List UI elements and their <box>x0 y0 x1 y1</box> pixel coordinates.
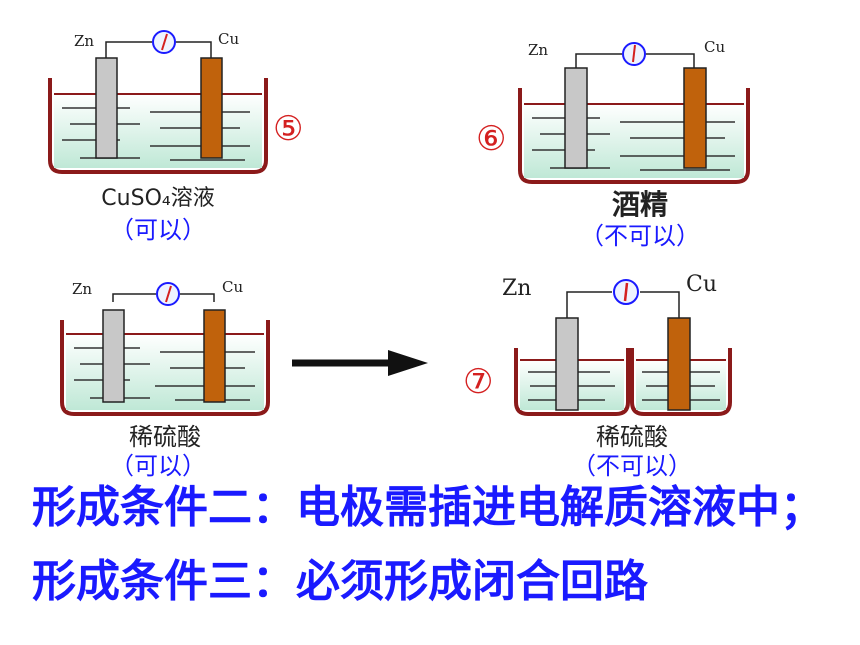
cell-dilute-acid: Zn Cu 稀硫酸 （可以） <box>60 278 270 480</box>
cu-label: Cu <box>218 30 239 48</box>
beaker <box>60 320 270 416</box>
zn-label: Zn <box>74 32 94 50</box>
transition-arrow <box>292 350 428 376</box>
cu-label: Cu <box>704 38 725 56</box>
zinc-electrode <box>102 309 125 403</box>
cu-label: Cu <box>222 278 243 296</box>
result-label: （不可以） <box>572 452 692 480</box>
right-beaker <box>630 348 732 416</box>
electrolyte <box>54 94 262 168</box>
result-label: （可以） <box>110 452 206 480</box>
zinc-electrode <box>555 317 579 411</box>
copper-electrode <box>203 309 226 403</box>
cell-6: Zn Cu ⑥ 酒精 （不可以） <box>476 38 750 250</box>
zn-label: Zn <box>502 276 531 301</box>
solution-label: 稀硫酸 <box>596 423 668 451</box>
cu-label: Cu <box>686 272 717 297</box>
result-label: （可以） <box>110 216 206 244</box>
cell-number: ⑦ <box>463 362 493 402</box>
zinc-electrode <box>564 67 588 169</box>
cell-number: ⑤ <box>273 109 303 149</box>
condition-three: 形成条件三：必须形成闭合回路 <box>32 556 648 607</box>
copper-electrode <box>667 317 691 411</box>
copper-electrode <box>683 67 707 169</box>
zn-label: Zn <box>72 280 92 298</box>
solution-label: CuSO₄溶液 <box>101 186 214 211</box>
liquid <box>524 104 744 178</box>
beaker <box>48 78 268 174</box>
cell-5: Zn Cu ⑤ CuSO₄溶液 （可以） <box>48 30 303 244</box>
cell-number: ⑥ <box>476 119 506 159</box>
solution-label: 酒精 <box>612 188 668 221</box>
zn-label: Zn <box>528 41 548 59</box>
condition-two: 形成条件二：电极需插进电解质溶液中； <box>32 482 824 533</box>
zinc-electrode <box>95 57 118 159</box>
cell-7: Zn Cu ⑦ 稀硫酸 （不可以） <box>463 272 732 480</box>
result-label: （不可以） <box>580 222 700 250</box>
beaker <box>518 88 750 184</box>
solution-label: 稀硫酸 <box>129 423 201 451</box>
left-beaker <box>514 348 630 416</box>
copper-electrode <box>200 57 223 159</box>
